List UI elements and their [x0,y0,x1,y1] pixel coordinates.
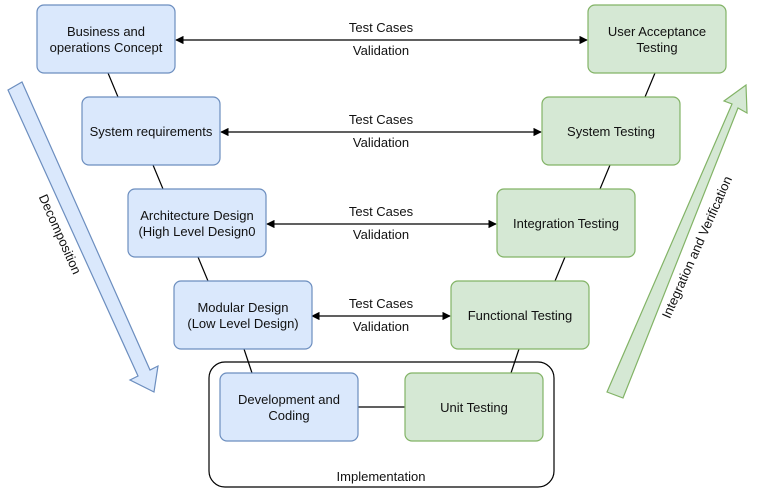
validation-arrows [175,35,588,321]
validation-label-4: Validation [353,319,409,334]
business-operations-box-rect [36,4,176,74]
user-acceptance-testing-box-text-1: User Acceptance [608,24,706,39]
functional-testing-box-rect [450,280,590,350]
unit-testing-box-text-1: Unit Testing [440,400,508,415]
business-operations-box-text-1: Business and [67,24,145,39]
validation-label-1: Validation [353,43,409,58]
system-requirements-box: System requirements [81,96,221,166]
architecture-design-box-text-2: (High Level Design0 [138,224,255,239]
unit-testing-box-rect [404,372,544,442]
system-testing-box-rect [541,96,681,166]
architecture-design-box: Architecture Design(High Level Design0 [127,188,267,258]
development-coding-box-text-2: Coding [268,408,309,423]
modular-design-box: Modular Design(Low Level Design) [173,280,313,350]
user-acceptance-testing-box-text-2: Testing [636,40,677,55]
implementation-container [208,361,555,488]
modular-design-box-text-2: (Low Level Design) [187,316,298,331]
modular-design-box-rect [173,280,313,350]
v-lines [107,72,656,408]
functional-testing-box-text-1: Functional Testing [468,308,573,323]
test-cases-label-3: Test Cases [349,204,414,219]
validation-label-3: Validation [353,227,409,242]
connection-labels: Test Cases Validation Test Cases Validat… [349,20,414,334]
integration-testing-box-text-1: Integration Testing [513,216,619,231]
decomposition-arrow [7,81,159,393]
architecture-design-box-rect [127,188,267,258]
system-requirements-box-rect [81,96,221,166]
functional-testing-box: Functional Testing [450,280,590,350]
integration-testing-box: Integration Testing [496,188,636,258]
system-testing-box-text-1: System Testing [567,124,655,139]
test-cases-label-4: Test Cases [349,296,414,311]
test-cases-label-1: Test Cases [349,20,414,35]
modular-design-box-text-1: Modular Design [197,300,288,315]
architecture-design-box-text-1: Architecture Design [140,208,253,223]
system-requirements-box-text-1: System requirements [90,124,213,139]
development-coding-box-rect [219,372,359,442]
validation-label-2: Validation [353,135,409,150]
user-acceptance-testing-box-rect [587,4,727,74]
implementation-label: Implementation [337,469,426,484]
integration-testing-box-rect [496,188,636,258]
test-cases-label-2: Test Cases [349,112,414,127]
unit-testing-box: Unit Testing [404,372,544,442]
business-operations-box-text-2: operations Concept [50,40,163,55]
system-testing-box: System Testing [541,96,681,166]
integration-arrow [606,83,748,399]
development-coding-box-text-1: Development and [238,392,340,407]
